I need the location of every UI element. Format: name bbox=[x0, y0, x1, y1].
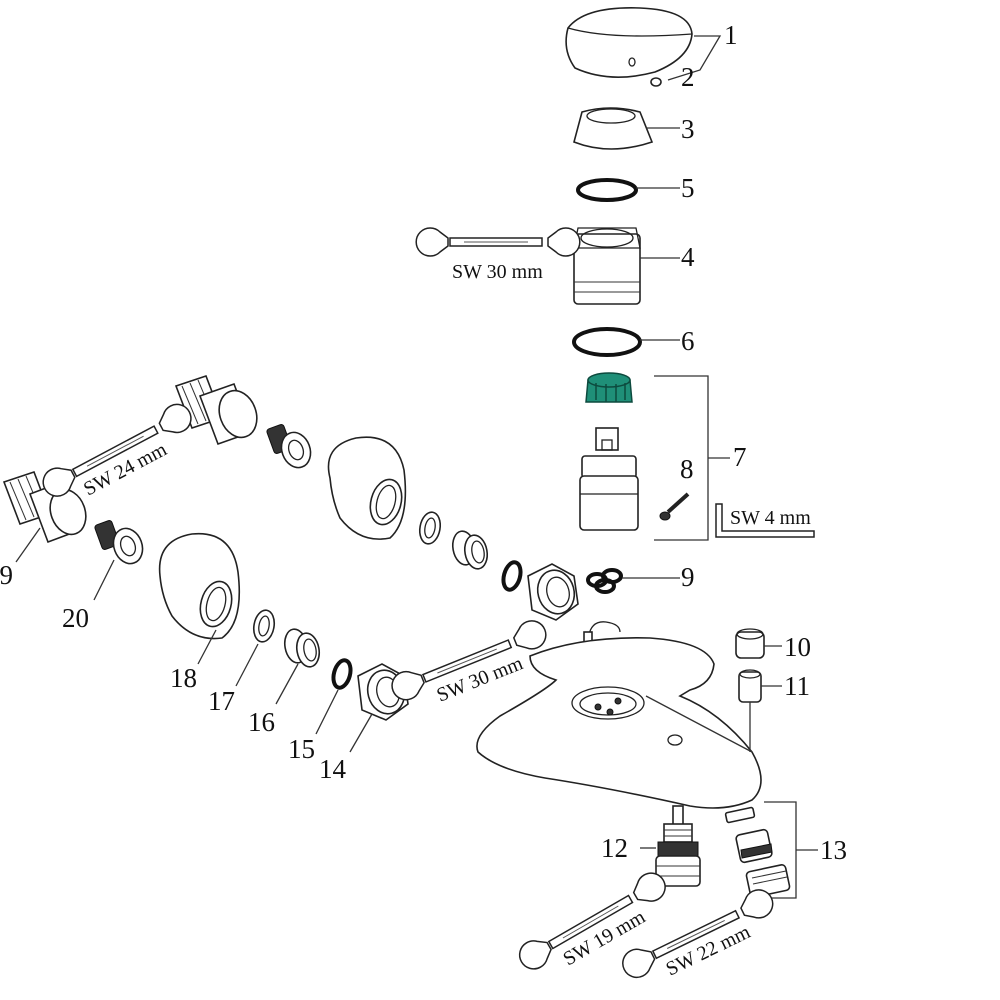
part-16-nipple-upper bbox=[451, 530, 489, 570]
part-7-cartridge bbox=[579, 372, 639, 531]
part-15-o-ring-lower bbox=[331, 658, 353, 690]
part-16-nipple-lower bbox=[283, 628, 321, 668]
part-15-o-ring-upper bbox=[501, 560, 523, 592]
leader-lines bbox=[15, 35, 818, 851]
part-14-union-nut-upper bbox=[527, 563, 579, 621]
part-17-washer-lower bbox=[252, 609, 276, 643]
label-part-20: 20 bbox=[62, 603, 89, 633]
part-8-screw bbox=[659, 492, 690, 521]
label-part-5: 5 bbox=[681, 173, 695, 203]
part-20-adapter-lower bbox=[94, 520, 144, 565]
label-part-14: 14 bbox=[319, 754, 347, 784]
part-2-set-screw bbox=[650, 77, 662, 87]
label-sw30-top: SW 30 mm bbox=[452, 261, 543, 283]
label-part-12: 12 bbox=[601, 833, 628, 863]
part-17-washer-upper bbox=[418, 511, 442, 545]
part-19-eccentric-connector-upper bbox=[174, 374, 258, 446]
part-3-cover-ring bbox=[573, 107, 654, 150]
label-part-11: 11 bbox=[784, 671, 810, 701]
label-part-7: 7 bbox=[733, 442, 747, 472]
label-part-19: 19 bbox=[0, 560, 13, 590]
part-11-sleeve bbox=[738, 669, 762, 703]
label-part-17: 17 bbox=[208, 686, 235, 716]
label-sw4: SW 4 mm bbox=[730, 507, 811, 529]
label-part-15: 15 bbox=[288, 734, 315, 764]
label-part-4: 4 bbox=[681, 242, 695, 272]
part-5-o-ring bbox=[576, 178, 638, 202]
part-6-o-ring bbox=[572, 327, 642, 357]
mixer-body bbox=[476, 637, 762, 809]
part-18-rosette-lower bbox=[158, 532, 241, 640]
label-part-8: 8 bbox=[680, 454, 694, 484]
label-part-3: 3 bbox=[681, 114, 695, 144]
label-part-16: 16 bbox=[248, 707, 275, 737]
label-part-6: 6 bbox=[681, 326, 695, 356]
label-part-10: 10 bbox=[784, 632, 811, 662]
wrench-icon bbox=[415, 227, 581, 257]
part-1-handle-cap bbox=[565, 7, 693, 78]
part-20-adapter-upper bbox=[266, 424, 312, 469]
part-13-aerator bbox=[724, 801, 797, 899]
part-12-diverter-valve bbox=[655, 805, 701, 887]
hex-key-icon bbox=[715, 503, 815, 538]
part-4-cartridge-housing bbox=[573, 227, 641, 305]
label-part-13: 13 bbox=[820, 835, 847, 865]
part-9-o-rings bbox=[586, 568, 623, 594]
part-18-rosette-upper bbox=[327, 436, 407, 540]
part-10-cap bbox=[735, 628, 765, 659]
label-part-1: 1 bbox=[724, 20, 738, 50]
label-part-2: 2 bbox=[681, 62, 695, 92]
part-19-eccentric-connector-lower bbox=[2, 470, 87, 544]
label-part-9: 9 bbox=[681, 562, 695, 592]
label-part-18: 18 bbox=[170, 663, 197, 693]
